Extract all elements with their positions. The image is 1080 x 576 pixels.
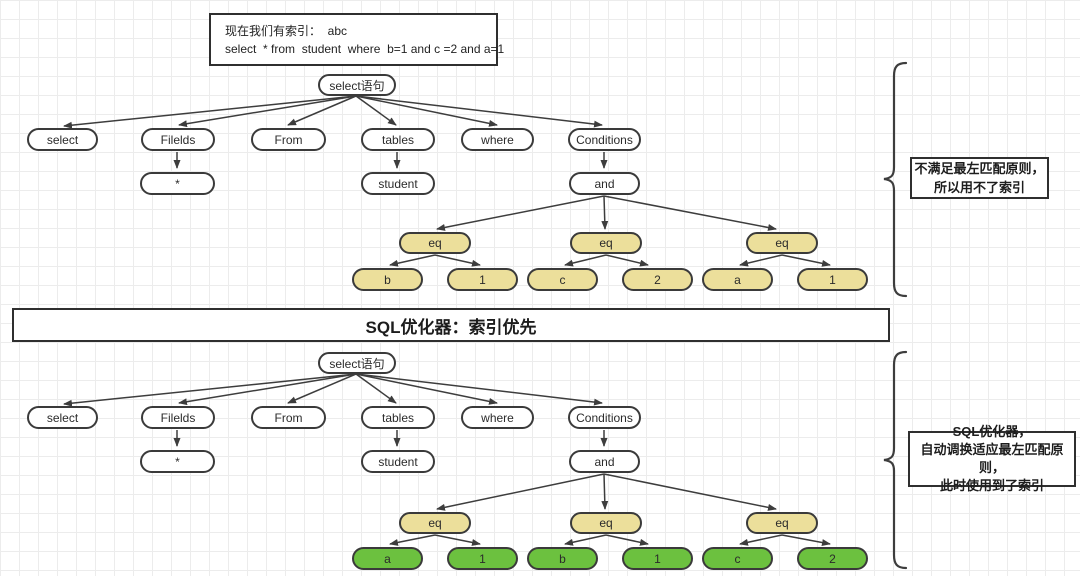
bottom-node-star: * (140, 450, 215, 473)
index-note-box: 现在我们有索引： abc select * from student where… (209, 13, 505, 66)
annotation-optimizer-line1: SQL优化器， (952, 424, 1032, 439)
annotation-optimizer-line2: 自动调换适应最左匹配原则， (920, 442, 1064, 475)
top-leaf-2: 1 (447, 268, 518, 291)
bottom-leaf-6: 2 (797, 547, 868, 570)
optimizer-banner-title: SQL优化器：索引优先 (365, 317, 537, 337)
top-leaf-1: b (352, 268, 423, 291)
optimizer-banner: SQL优化器：索引优先 (12, 308, 890, 342)
bottom-node-eq1: eq (399, 512, 471, 534)
top-node-eq3: eq (746, 232, 818, 254)
bottom-node-student: student (361, 450, 435, 473)
top-node-filelds: Filelds (141, 128, 215, 151)
bottom-leaf-1: a (352, 547, 423, 570)
bottom-node-conditions: Conditions (568, 406, 641, 429)
top-node-tables: tables (361, 128, 435, 151)
bottom-leaf-4: 1 (622, 547, 693, 570)
bottom-node-filelds: Filelds (141, 406, 215, 429)
annotation-optimizer-line3: 此时使用到了索引 (939, 478, 1044, 493)
bottom-node-select: select (27, 406, 98, 429)
top-node-conditions: Conditions (568, 128, 641, 151)
top-leaf-4: 2 (622, 268, 693, 291)
brace-bottom (883, 350, 908, 570)
top-node-star: * (140, 172, 215, 195)
top-node-eq1: eq (399, 232, 471, 254)
top-root-node: select语句 (318, 74, 396, 96)
top-leaf-3: c (527, 268, 598, 291)
top-node-select: select (27, 128, 98, 151)
top-leaf-5: a (702, 268, 773, 291)
bottom-leaf-5: c (702, 547, 773, 570)
top-node-eq2: eq (570, 232, 642, 254)
bottom-node-eq3: eq (746, 512, 818, 534)
annotation-optimizer: SQL优化器， 自动调换适应最左匹配原则， 此时使用到了索引 (908, 424, 1076, 493)
bottom-root-node: select语句 (318, 352, 396, 374)
bottom-leaf-3: b (527, 547, 598, 570)
bottom-node-and: and (569, 450, 640, 473)
bottom-node-where: where (461, 406, 534, 429)
index-note-line2: select * from student where b=1 and c =2… (225, 42, 505, 56)
bottom-node-tables: tables (361, 406, 435, 429)
bottom-node-eq2: eq (570, 512, 642, 534)
top-node-where: where (461, 128, 534, 151)
top-node-and: and (569, 172, 640, 195)
annotation-no-index-line1: 不满足最左匹配原则， (914, 161, 1045, 176)
bottom-leaf-2: 1 (447, 547, 518, 570)
bottom-node-from: From (251, 406, 326, 429)
annotation-no-index-line2: 所以用不了索引 (933, 180, 1025, 195)
top-leaf-6: 1 (797, 268, 868, 291)
top-node-from: From (251, 128, 326, 151)
index-note-line1: 现在我们有索引： abc (225, 24, 348, 38)
top-node-student: student (361, 172, 435, 195)
brace-top (883, 61, 908, 298)
annotation-no-index: 不满足最左匹配原则， 所以用不了索引 (910, 157, 1049, 199)
